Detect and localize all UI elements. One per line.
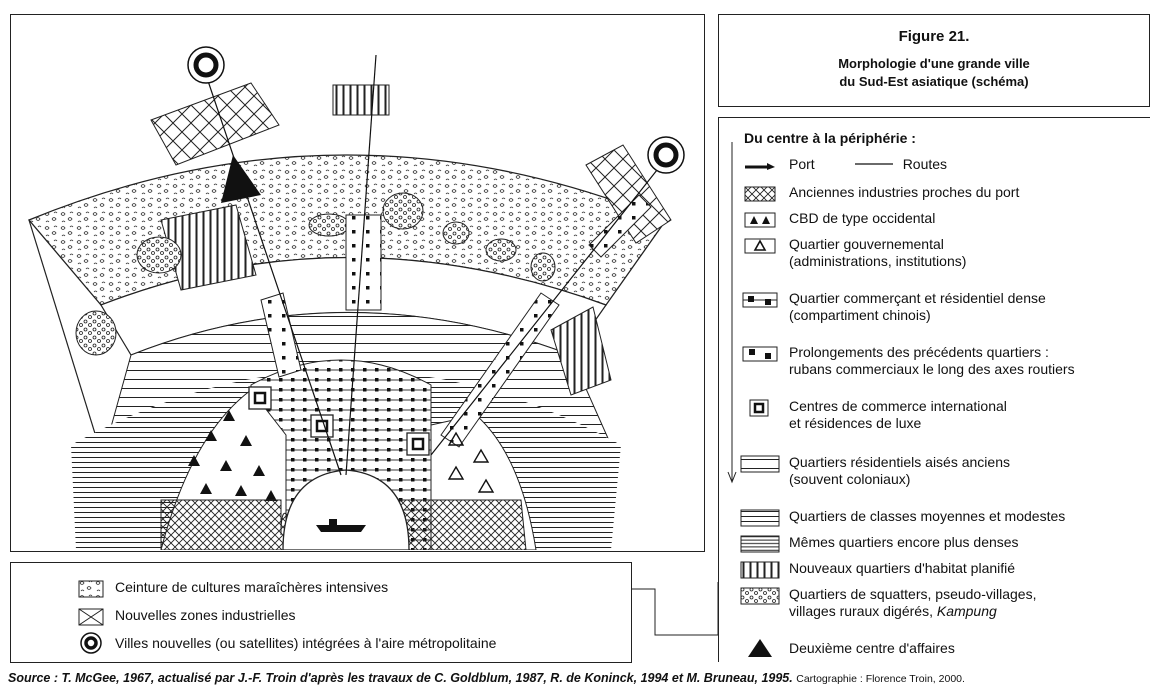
legend-item-ribbon: Prolongements des précédents quartiers :… [739, 344, 1075, 378]
ribbon-northwest [260, 292, 302, 378]
legend-item-medium-lines: Quartiers de classes moyennes et modeste… [739, 508, 1065, 528]
intl-centre-swatch [749, 399, 769, 417]
figure-number: Figure 21. [898, 28, 970, 45]
wide-lines-swatch [740, 455, 780, 473]
squatter-patch [136, 236, 182, 274]
second-business-centre [221, 155, 261, 203]
legend-item-market-garden: Ceinture de cultures maraîchères intensi… [71, 579, 388, 599]
gov-triangles [447, 431, 495, 493]
cbd-triangles-swatch [744, 212, 776, 228]
market-garden-swatch [78, 580, 104, 598]
legend-bottom: Ceinture de cultures maraîchères intensi… [10, 562, 632, 663]
port-icon [739, 156, 781, 176]
squatter-patch [485, 238, 517, 262]
gov-triangle-swatch [744, 238, 776, 254]
port-ship-icon [316, 519, 366, 532]
legend-item-second-centre: Deuxième centre d'affaires [739, 638, 955, 658]
old-industries-left [160, 499, 302, 550]
squatter-patch [382, 192, 424, 230]
city-model-map [10, 14, 705, 552]
squatter-patch [308, 213, 350, 237]
legend-item-vertical-lines: Nouveaux quartiers d'habitat planifié [739, 560, 1015, 580]
legend-item-old-industries: Anciennes industries proches du port [739, 184, 1019, 204]
ribbon-far-northeast [588, 194, 652, 258]
roads [205, 54, 662, 476]
legend-right: Du centre à la périphérie : Port Routes … [718, 117, 1150, 662]
legend-item-dense-commercial: Quartier commerçant et résidentiel dense… [739, 290, 1046, 324]
road-line-icon [854, 163, 893, 165]
ribbon-swatch [742, 346, 778, 362]
legend-item-gov: Quartier gouvernemental(administrations,… [739, 236, 966, 270]
legend-item-new-industrial: Nouvelles zones industrielles [71, 607, 296, 627]
figure-title-box: Figure 21. Morphologie d'une grande vill… [718, 14, 1150, 107]
intl-centres [248, 386, 430, 456]
squatter-patch [530, 252, 556, 282]
source-caption: Source : T. McGee, 1967, actualisé par J… [8, 671, 965, 685]
industrial-zone-left [150, 82, 280, 166]
legend-heading: Du centre à la périphérie : [744, 130, 916, 146]
satellite-town-icon [187, 46, 225, 84]
squatter-swatch [740, 587, 780, 605]
ribbon-north [345, 214, 382, 311]
dense-commercial-swatch [742, 292, 778, 308]
old-industries-right [389, 496, 527, 550]
squatter-patch [442, 221, 470, 245]
dense-lines-swatch [740, 535, 780, 553]
cbd-triangles [188, 410, 277, 501]
squatter-patch [75, 310, 117, 356]
cartography-credit: Cartographie : Florence Troin, 2000. [796, 673, 965, 685]
legend-item-dense-lines: Mêmes quartiers encore plus denses [739, 534, 1019, 554]
vertical-lines-swatch [740, 561, 780, 579]
planned-housing-right [550, 306, 612, 396]
cross-box-swatch [78, 608, 104, 626]
legend-item-cbd: CBD de type occidental [739, 210, 935, 230]
legend-port-routes: Port Routes [739, 156, 947, 176]
medium-lines-swatch [740, 509, 780, 527]
figure-title: Morphologie d'une grande ville du Sud-Es… [838, 56, 1030, 89]
legend-item-satellite: Villes nouvelles (ou satellites) intégré… [71, 632, 496, 654]
direction-arrow [727, 142, 737, 484]
black-triangle-icon [748, 639, 772, 657]
planned-housing-top [332, 84, 390, 116]
satellite-ring-icon [80, 632, 102, 654]
legend-item-wide-lines: Quartiers résidentiels aisés anciens(sou… [739, 454, 1010, 488]
crosshatch-swatch [744, 186, 776, 202]
legend-item-squatter: Quartiers de squatters, pseudo-villages,… [739, 586, 1036, 620]
satellite-town-icon [647, 136, 685, 174]
